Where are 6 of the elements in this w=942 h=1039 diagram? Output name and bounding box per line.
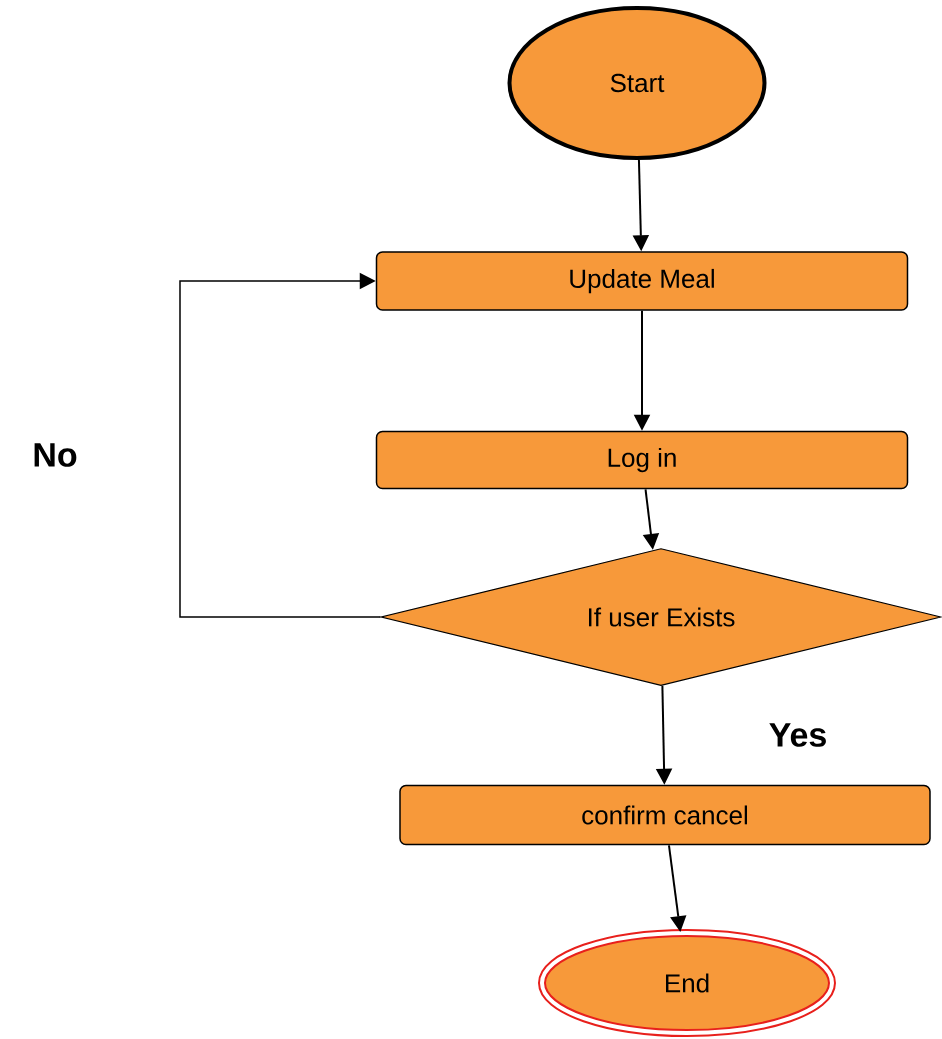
process-box: confirm cancel — [399, 784, 931, 846]
edge-label: Yes — [769, 723, 826, 747]
process-box: Update Meal — [375, 251, 909, 311]
arrow — [179, 272, 382, 618]
edge-label: No — [34, 443, 77, 467]
process-box: Log in — [375, 430, 909, 490]
